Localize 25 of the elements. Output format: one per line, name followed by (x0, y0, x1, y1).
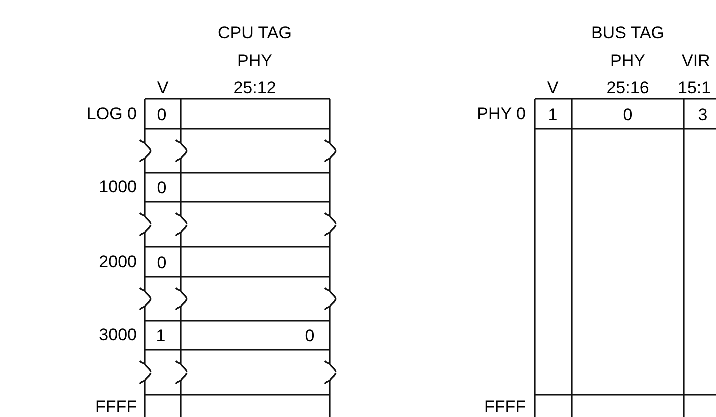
table-heading: BUS TAG (590, 24, 666, 42)
row-label: LOG 0 (86, 106, 138, 122)
column-heading: V (546, 80, 560, 96)
column-heading: VIR (681, 52, 712, 70)
table-heading: CPU TAG (217, 24, 293, 42)
cell-value: 0 (622, 106, 634, 124)
cell-value: 0 (156, 106, 168, 124)
row-label: PHY 0 (476, 106, 527, 122)
cell-value: 0 (156, 180, 168, 196)
row-label: 2000 (98, 254, 138, 270)
column-heading: V (156, 80, 170, 96)
row-label: FFFF (94, 398, 138, 416)
bit-range: 25:12 (232, 80, 278, 96)
column-heading: PHY (610, 52, 646, 70)
bit-range: 15:1 (677, 80, 712, 96)
cell-value: 3 (697, 106, 709, 124)
column-heading: PHY (236, 52, 274, 70)
row-label: 1000 (98, 178, 138, 196)
cell-value: 1 (155, 328, 167, 344)
cell-value: 1 (547, 106, 559, 124)
row-label: FFFF (483, 398, 527, 416)
row-label: 3000 (98, 326, 138, 344)
cell-value: 0 (304, 328, 316, 344)
cell-value: 0 (156, 254, 168, 272)
bit-range: 25:16 (606, 80, 650, 96)
